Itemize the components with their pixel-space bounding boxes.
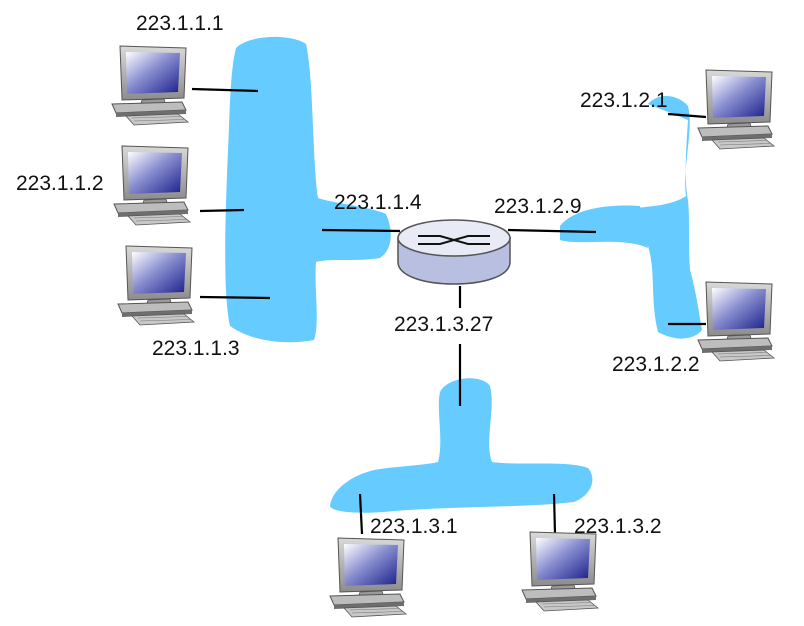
subnet-223-1-3 [330,378,593,513]
host-223-1-1-1-computer-icon[interactable] [111,45,189,126]
label-router-if-223-1-2-9: 223.1.2.9 [494,195,582,218]
host-223-1-2-1-computer-icon[interactable] [697,69,775,150]
label-host-223-1-2-2: 223.1.2.2 [612,353,700,376]
host-223-1-2-2-computer-icon[interactable] [697,281,775,362]
label-router-if-223-1-3-27: 223.1.3.27 [394,313,494,336]
subnet-223-1-1 [225,36,391,343]
host-223-1-1-3-computer-icon[interactable] [117,245,195,326]
host-223-1-3-1-computer-icon[interactable] [329,537,407,618]
label-host-223-1-2-1: 223.1.2.1 [580,89,668,112]
label-host-223-1-1-3: 223.1.1.3 [152,337,240,360]
router-icon[interactable] [397,219,511,285]
host-223-1-1-2-computer-icon[interactable] [113,145,191,226]
label-host-223-1-3-2: 223.1.3.2 [574,515,662,538]
label-host-223-1-1-1: 223.1.1.1 [136,12,224,35]
links [191,87,707,535]
label-host-223-1-3-1: 223.1.3.1 [370,515,458,538]
label-host-223-1-1-2: 223.1.1.2 [16,172,104,195]
host-223-1-3-2-computer-icon[interactable] [521,531,599,612]
subnet-223-1-2 [595,95,702,339]
label-router-if-223-1-1-4: 223.1.1.4 [334,191,422,214]
